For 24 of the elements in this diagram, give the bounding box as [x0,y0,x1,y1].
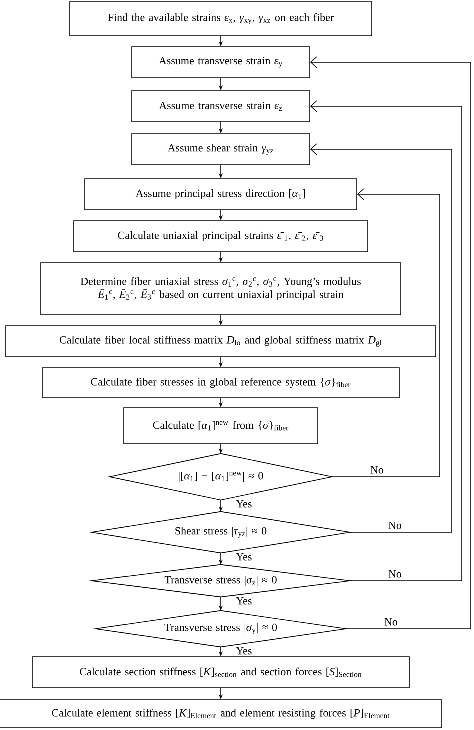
edge-label: Yes [236,647,252,655]
edge-label: No [388,570,402,578]
process-box: Calculate fiber local stiffness matrix D$_{lo}$ and global stiffness matrix D$_{gl}$ [6,326,436,358]
edge-label: No [384,618,398,626]
process-box: Assume transverse strain ε$_{z}$ [132,90,310,122]
process-box: Calculate section stiffness [K]$_{section}$ and section forces [S]$_{Section}$ [32,656,410,688]
edge-label: Yes [236,597,252,605]
process-box: Assume transverse strain ε$_{y}$ [132,46,310,78]
arrow [310,144,452,533]
process-box: Calculate [α$_{1}$]$^{new}$ from {σ}$_{fiber}$ [124,408,318,444]
edge-label: Yes [236,553,252,561]
process-box: Determine fiber uniaxial stress σ$_{1}$$^{c}$, σ$_{2}$$^{c}$, σ$_{3}$$^{c}$, Young’s modulus Ē$_{1}$$^{c}$, Ē$_{2}$$^{c}$, Ē$_{3}$$^{c}$ based on current uniaxial principal strain [40,262,402,316]
edge-label: No [388,522,402,530]
edge-label: Yes [236,500,252,508]
process-box: Find the available strains ε$_{x}$, γ$_{xy}$, γ$_{xz}$ on each fiber [70,2,372,36]
arrow [310,100,462,582]
process-box: Calculate fiber stresses in global reference system {σ}$_{fiber}$ [42,368,400,398]
process-box: Assume shear strain γ$_{yz}$ [132,134,310,166]
process-box: Calculate element stiffness [K]$_{Element}$ and element resisting forces [P]$_{Element}$ [0,700,442,728]
arrow [332,188,440,478]
process-box: Calculate uniaxial principal strains ε̄$_{1}$, ε̄$_{2}$, ε̄$_{3}$ [74,220,368,252]
edge-label: No [370,466,384,474]
arrow [310,56,472,630]
process-box: Assume principal stress direction [α$_{1}$] [84,178,358,210]
